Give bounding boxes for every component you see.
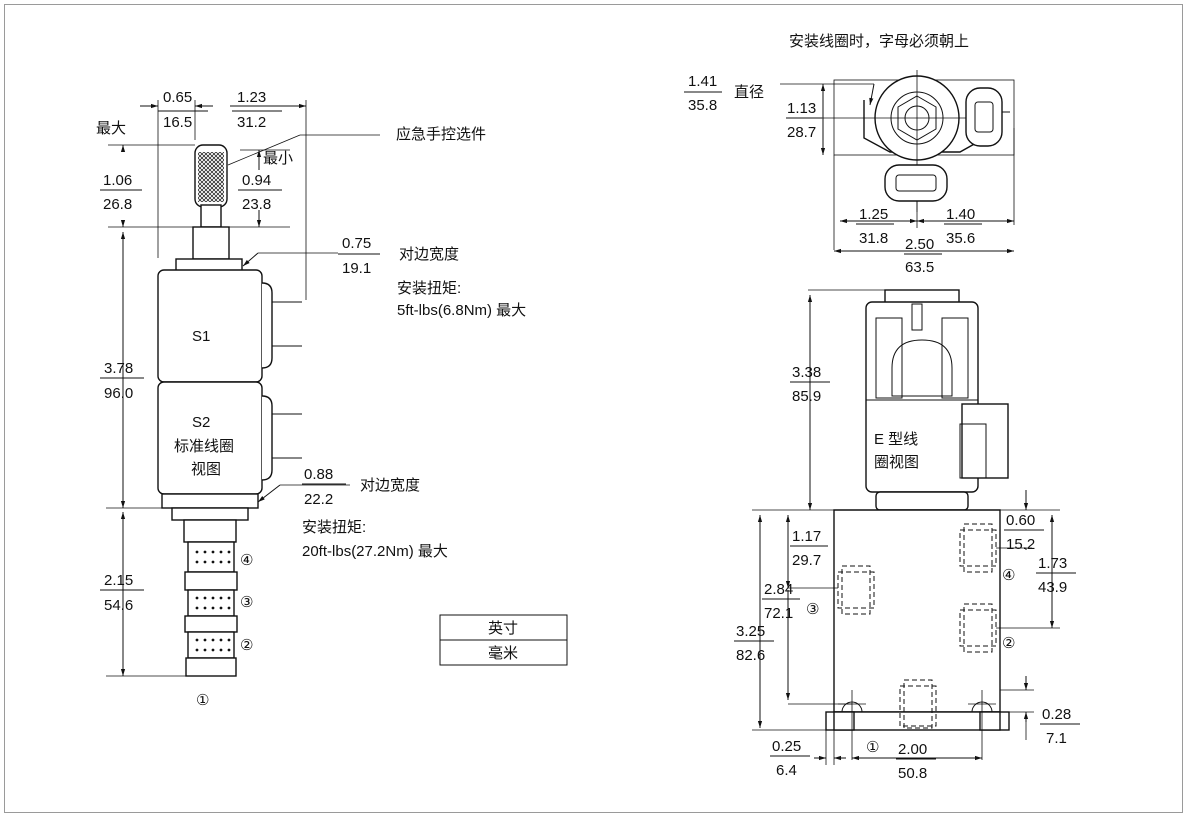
dim-200-mm: 50.8 bbox=[898, 765, 927, 782]
dim-117-in: 1.17 bbox=[792, 528, 821, 545]
dim-cartridge-mm: 54.6 bbox=[104, 597, 133, 614]
port-1-right: ① bbox=[866, 739, 879, 756]
left-view-labels: 0.65 16.5 1.23 31.2 最大 最小 应急手控选件 1.06 26… bbox=[96, 89, 526, 709]
drawing-frame bbox=[4, 4, 1183, 813]
e-coil-connector bbox=[961, 403, 1009, 479]
dim-w-total-in: 2.50 bbox=[905, 236, 934, 253]
dim-025-in: 0.25 bbox=[772, 738, 801, 755]
unit-legend: 英寸 毫米 bbox=[439, 614, 568, 666]
max-label: 最大 bbox=[96, 120, 126, 137]
right-end-view-labels: 安装线圈时，字母必须朝上 1.41 35.8 直径 1.13 28.7 1.25… bbox=[688, 33, 975, 276]
port-1-left: ① bbox=[196, 692, 209, 709]
connector-right bbox=[965, 87, 1003, 147]
left-valve-view bbox=[100, 100, 380, 677]
e-coil-label-1: E 型线 bbox=[874, 431, 918, 448]
dim-top-w-mm: 16.5 bbox=[163, 114, 192, 131]
dim-200-in: 2.00 bbox=[898, 741, 927, 758]
dim-w-total-mm: 63.5 bbox=[905, 259, 934, 276]
right-side-view bbox=[734, 289, 1080, 765]
torque-top-value: 5ft-lbs(6.8Nm) 最大 bbox=[397, 302, 526, 319]
dim-top-w-in: 0.65 bbox=[163, 89, 192, 106]
connector-bottom bbox=[884, 164, 948, 202]
dim-knob-min-mm: 23.8 bbox=[242, 196, 271, 213]
dim-060-in: 0.60 bbox=[1006, 512, 1035, 529]
dim-117-mm: 29.7 bbox=[792, 552, 821, 569]
port-4-left: ④ bbox=[240, 552, 253, 569]
dim-w-left-in: 1.25 bbox=[859, 206, 888, 223]
torque-bottom-label: 安装扭矩: bbox=[302, 519, 366, 536]
dim-w-right-mm: 35.6 bbox=[946, 230, 975, 247]
e-coil-label-2: 圈视图 bbox=[874, 454, 919, 471]
dim-cartridge-in: 2.15 bbox=[104, 572, 133, 589]
dim-h1-mm: 28.7 bbox=[787, 124, 816, 141]
port-3-right: ③ bbox=[806, 601, 819, 618]
across-flats-bottom: 对边宽度 bbox=[360, 477, 420, 494]
coil-s1 bbox=[157, 269, 263, 383]
diameter-label: 直径 bbox=[734, 84, 764, 101]
std-coil-label-1: 标准线圈 bbox=[174, 438, 234, 455]
dim-coil-h-mm: 85.9 bbox=[792, 388, 821, 405]
dim-knob-mm: 26.8 bbox=[103, 196, 132, 213]
manual-override-label: 应急手控选件 bbox=[396, 125, 486, 143]
override-stem bbox=[192, 226, 230, 260]
min-label: 最小 bbox=[263, 150, 293, 167]
port-4-right: ④ bbox=[1002, 567, 1015, 584]
right-side-view-labels: 3.38 85.9 E 型线 圈视图 0.60 15.2 1.17 29.7 1… bbox=[736, 364, 1071, 782]
dim-028-mm: 7.1 bbox=[1046, 730, 1067, 747]
dim-028-in: 0.28 bbox=[1042, 706, 1071, 723]
top-nut bbox=[175, 258, 243, 272]
std-coil-label-2: 视图 bbox=[191, 461, 221, 478]
across-flats-top: 对边宽度 bbox=[399, 246, 459, 263]
torque-bottom-value: 20ft-lbs(27.2Nm) 最大 bbox=[302, 543, 448, 560]
dim-173-mm: 43.9 bbox=[1038, 579, 1067, 596]
dim-nut-bottom-in: 0.88 bbox=[304, 466, 333, 483]
port-3-left: ③ bbox=[240, 594, 253, 611]
manifold-body bbox=[833, 509, 1001, 713]
coil-s2-label: S2 bbox=[192, 414, 210, 431]
right-end-view bbox=[684, 70, 1015, 255]
dim-nut-top-in: 0.75 bbox=[342, 235, 371, 252]
dim-top-w2-in: 1.23 bbox=[237, 89, 266, 106]
dim-025-mm: 6.4 bbox=[776, 762, 797, 779]
dim-overall-in: 3.78 bbox=[104, 360, 133, 377]
dim-173-in: 1.73 bbox=[1038, 555, 1067, 572]
dim-top-w2-mm: 31.2 bbox=[237, 114, 266, 131]
dim-060-mm: 15.2 bbox=[1006, 536, 1035, 553]
legend-inch: 英寸 bbox=[488, 619, 518, 637]
dim-knob-in: 1.06 bbox=[103, 172, 132, 189]
dim-w-left-mm: 31.8 bbox=[859, 230, 888, 247]
dim-nut-bottom-mm: 22.2 bbox=[304, 491, 333, 508]
dim-dia-mm: 35.8 bbox=[688, 97, 717, 114]
legend-mm: 毫米 bbox=[488, 644, 518, 662]
dim-nut-top-mm: 19.1 bbox=[342, 260, 371, 277]
dim-284-in: 2.84 bbox=[764, 581, 793, 598]
cartridge-screen bbox=[187, 541, 235, 573]
coil-s1-label: S1 bbox=[192, 328, 210, 345]
letters-up-note: 安装线圈时，字母必须朝上 bbox=[789, 33, 969, 50]
dim-284-mm: 72.1 bbox=[764, 605, 793, 622]
dim-w-right-in: 1.40 bbox=[946, 206, 975, 223]
dim-325-in: 3.25 bbox=[736, 623, 765, 640]
torque-top-label: 安装扭矩: bbox=[397, 280, 461, 297]
dim-325-mm: 82.6 bbox=[736, 647, 765, 664]
port-2-right: ② bbox=[1002, 635, 1015, 652]
dim-coil-h-in: 3.38 bbox=[792, 364, 821, 381]
dim-overall-mm: 96.0 bbox=[104, 385, 133, 402]
bottom-nut bbox=[161, 493, 259, 509]
dim-dia-in: 1.41 bbox=[688, 73, 717, 90]
dim-h1-in: 1.13 bbox=[787, 100, 816, 117]
dim-knob-min-in: 0.94 bbox=[242, 172, 271, 189]
port-2-left: ② bbox=[240, 637, 253, 654]
